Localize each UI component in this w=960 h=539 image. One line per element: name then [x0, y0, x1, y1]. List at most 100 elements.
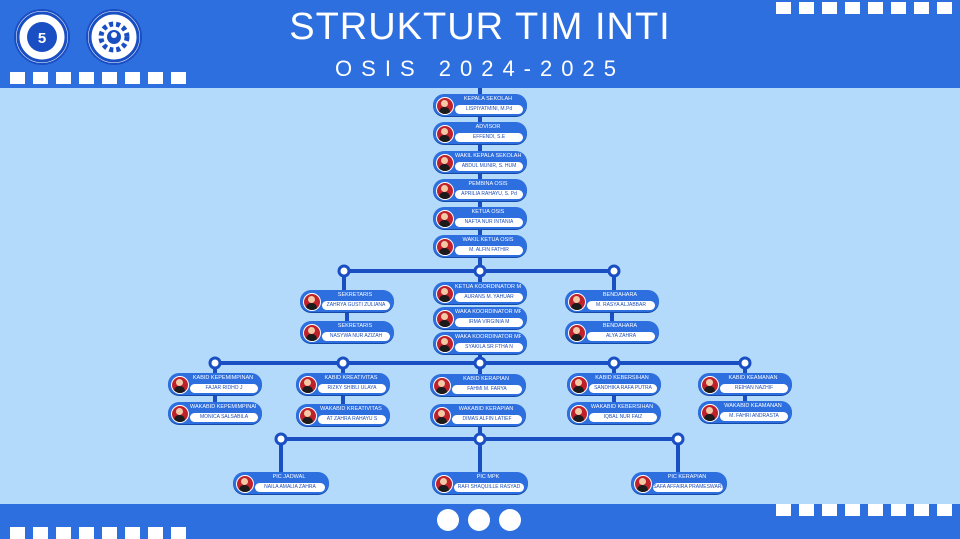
member-name: REIHAN NAZHIF: [720, 384, 788, 393]
member-photo-avatar: [303, 293, 321, 311]
member-name: M. RASYA ALJABBAR: [587, 301, 655, 310]
member-photo-avatar: [568, 293, 586, 311]
member-role: WAKIL KEPALA SEKOLAH: [455, 153, 521, 159]
member-photo-avatar: [436, 310, 454, 328]
pagination-dot-2[interactable]: [468, 509, 490, 531]
member-role: WAKA KOORDINATOR MPK: [455, 309, 521, 315]
member-photo-avatar: [435, 475, 453, 493]
org-node-advisor: ADVISOR EFFENDI, S.E: [433, 122, 527, 144]
org-node-kabid-keamanan: KABID KEAMANAN REIHAN NAZHIF: [698, 373, 792, 395]
member-name: NAFTA NUR INTANIA: [455, 218, 523, 227]
member-role: ADVISOR: [475, 124, 501, 130]
member-name: ZAHRYA GUSTI ZULIANA: [322, 301, 390, 310]
org-node-wakoord2: WAKA KOORDINATOR MPK SYAKILA SR FTHA N: [433, 332, 527, 354]
member-name: EFFENDI, S.E: [455, 133, 523, 142]
member-photo-avatar: [570, 376, 588, 394]
junction-dot: [607, 264, 621, 278]
member-photo-avatar: [433, 377, 451, 395]
member-photo-avatar: [634, 475, 652, 493]
member-name: APRILIA RAHAYU, S. Pd: [455, 190, 523, 199]
junction-dot: [473, 432, 487, 446]
org-node-sekretaris2: SEKRETARIS NASYWA NUR AZIZAH: [300, 321, 394, 343]
member-photo-avatar: [568, 324, 586, 342]
member-role: PIC KERAPIAN: [667, 474, 707, 480]
bottom-left-squares: [10, 527, 186, 539]
member-photo-avatar: [299, 407, 317, 425]
member-role: WAKABID KREATIVITAS: [320, 406, 382, 412]
member-photo-avatar: [436, 125, 454, 143]
member-role: WAKABID KEPEMIMPINAN: [190, 404, 256, 410]
bottom-right-squares: [776, 504, 952, 516]
member-photo-avatar: [171, 405, 189, 423]
member-role: KABID KERAPIAN: [463, 376, 509, 382]
member-photo-avatar: [236, 475, 254, 493]
member-role: KEPALA SEKOLAH: [463, 96, 513, 102]
org-node-bendahara1: BENDAHARA M. RASYA ALJABBAR: [565, 290, 659, 312]
member-name: SYAKILA SR FTHA N: [455, 343, 523, 352]
junction-dot: [607, 356, 621, 370]
member-name: NASYWA NUR AZIZAH: [322, 332, 390, 341]
org-node-koordinator: KETUA KOORDINATOR MPKAURANS M. YAHUAR: [433, 282, 527, 304]
member-role: WAKA KOORDINATOR MPK: [455, 334, 521, 340]
junction-dot: [208, 356, 222, 370]
member-role: SEKRETARIS: [337, 292, 373, 298]
member-photo-avatar: [436, 210, 454, 228]
pagination-dot-3[interactable]: [499, 509, 521, 531]
org-node-wakabid-keamanan: WAKABID KEAMANAN M. FAHRI ANDRASTA: [698, 401, 792, 423]
member-photo-avatar: [436, 182, 454, 200]
page-subtitle: OSIS 2024-2025: [335, 56, 625, 81]
svg-text:5: 5: [38, 30, 46, 47]
top-right-squares: [776, 2, 952, 14]
member-role: WAKABID KERAPIAN: [458, 406, 514, 412]
member-name: LISPIYATMINI, M.Pd: [455, 105, 523, 114]
member-name: FAJAR RIDHO J: [190, 384, 258, 393]
org-node-kepsek: KEPALA SEKOLAH LISPIYATMINI, M.Pd: [433, 94, 527, 116]
member-role: PEMBINA OSIS: [468, 181, 508, 187]
member-name: NAILA AMALIA ZAHRA: [255, 483, 325, 492]
org-node-ketua: KETUA OSIS NAFTA NUR INTANIA: [433, 207, 527, 229]
member-role: PIC MPK: [476, 474, 500, 480]
member-role: KABID KREATIVITAS: [324, 375, 378, 381]
org-node-pembina: PEMBINA OSIS APRILIA RAHAYU, S. Pd: [433, 179, 527, 201]
member-name: AURANS M. YAHUAR: [455, 293, 523, 302]
org-node-wakabid-kreatifitas: WAKABID KREATIVITAS AT ZAHRA RAHAYU S: [296, 404, 390, 426]
member-photo-avatar: [433, 407, 451, 425]
member-name: M. FAHRI ANDRASTA: [720, 412, 788, 421]
member-role: KABID KEAMANAN: [728, 375, 778, 381]
member-role: KETUA OSIS: [471, 209, 505, 215]
member-name: ABDUL MUNIR, S. HUM: [455, 162, 523, 171]
member-photo-avatar: [570, 405, 588, 423]
member-photo-avatar: [436, 335, 454, 353]
member-role: WAKIL KETUA OSIS: [462, 237, 514, 243]
top-left-squares: [10, 72, 186, 84]
org-node-waket: WAKIL KETUA OSIS M. ALFIN FATHIR: [433, 235, 527, 257]
junction-dot: [336, 356, 350, 370]
member-role: SEKRETARIS: [337, 323, 373, 329]
school-emblem-logo: [86, 9, 142, 65]
member-role: WAKABID KEAMANAN: [724, 403, 782, 409]
member-role: BENDAHARA: [602, 323, 638, 329]
member-name: AT ZAHRA RAHAYU S: [318, 415, 386, 424]
member-photo-avatar: [436, 238, 454, 256]
member-photo-avatar: [436, 285, 454, 303]
org-node-pic-mpk: PIC MPK RAFI SHAQUILLE RASYAD: [432, 472, 528, 494]
member-name: RAFI SHAQUILLE RASYAD: [454, 483, 524, 492]
member-photo-avatar: [436, 154, 454, 172]
pagination-dot-1[interactable]: [437, 509, 459, 531]
junction-dot: [473, 264, 487, 278]
member-role: PIC JADWAL: [272, 474, 306, 480]
member-role: BENDAHARA: [602, 292, 638, 298]
member-name: FAHMI M. FARYA: [452, 385, 522, 394]
member-role: KABID KEBERSIHAN: [595, 375, 649, 381]
org-node-wakasek: WAKIL KEPALA SEKOLAH ABDUL MUNIR, S. HUM: [433, 151, 527, 173]
member-role: WAKABID KEBERSIHAN: [590, 404, 654, 410]
member-name: M. ALFIN FATHIR: [455, 246, 523, 255]
